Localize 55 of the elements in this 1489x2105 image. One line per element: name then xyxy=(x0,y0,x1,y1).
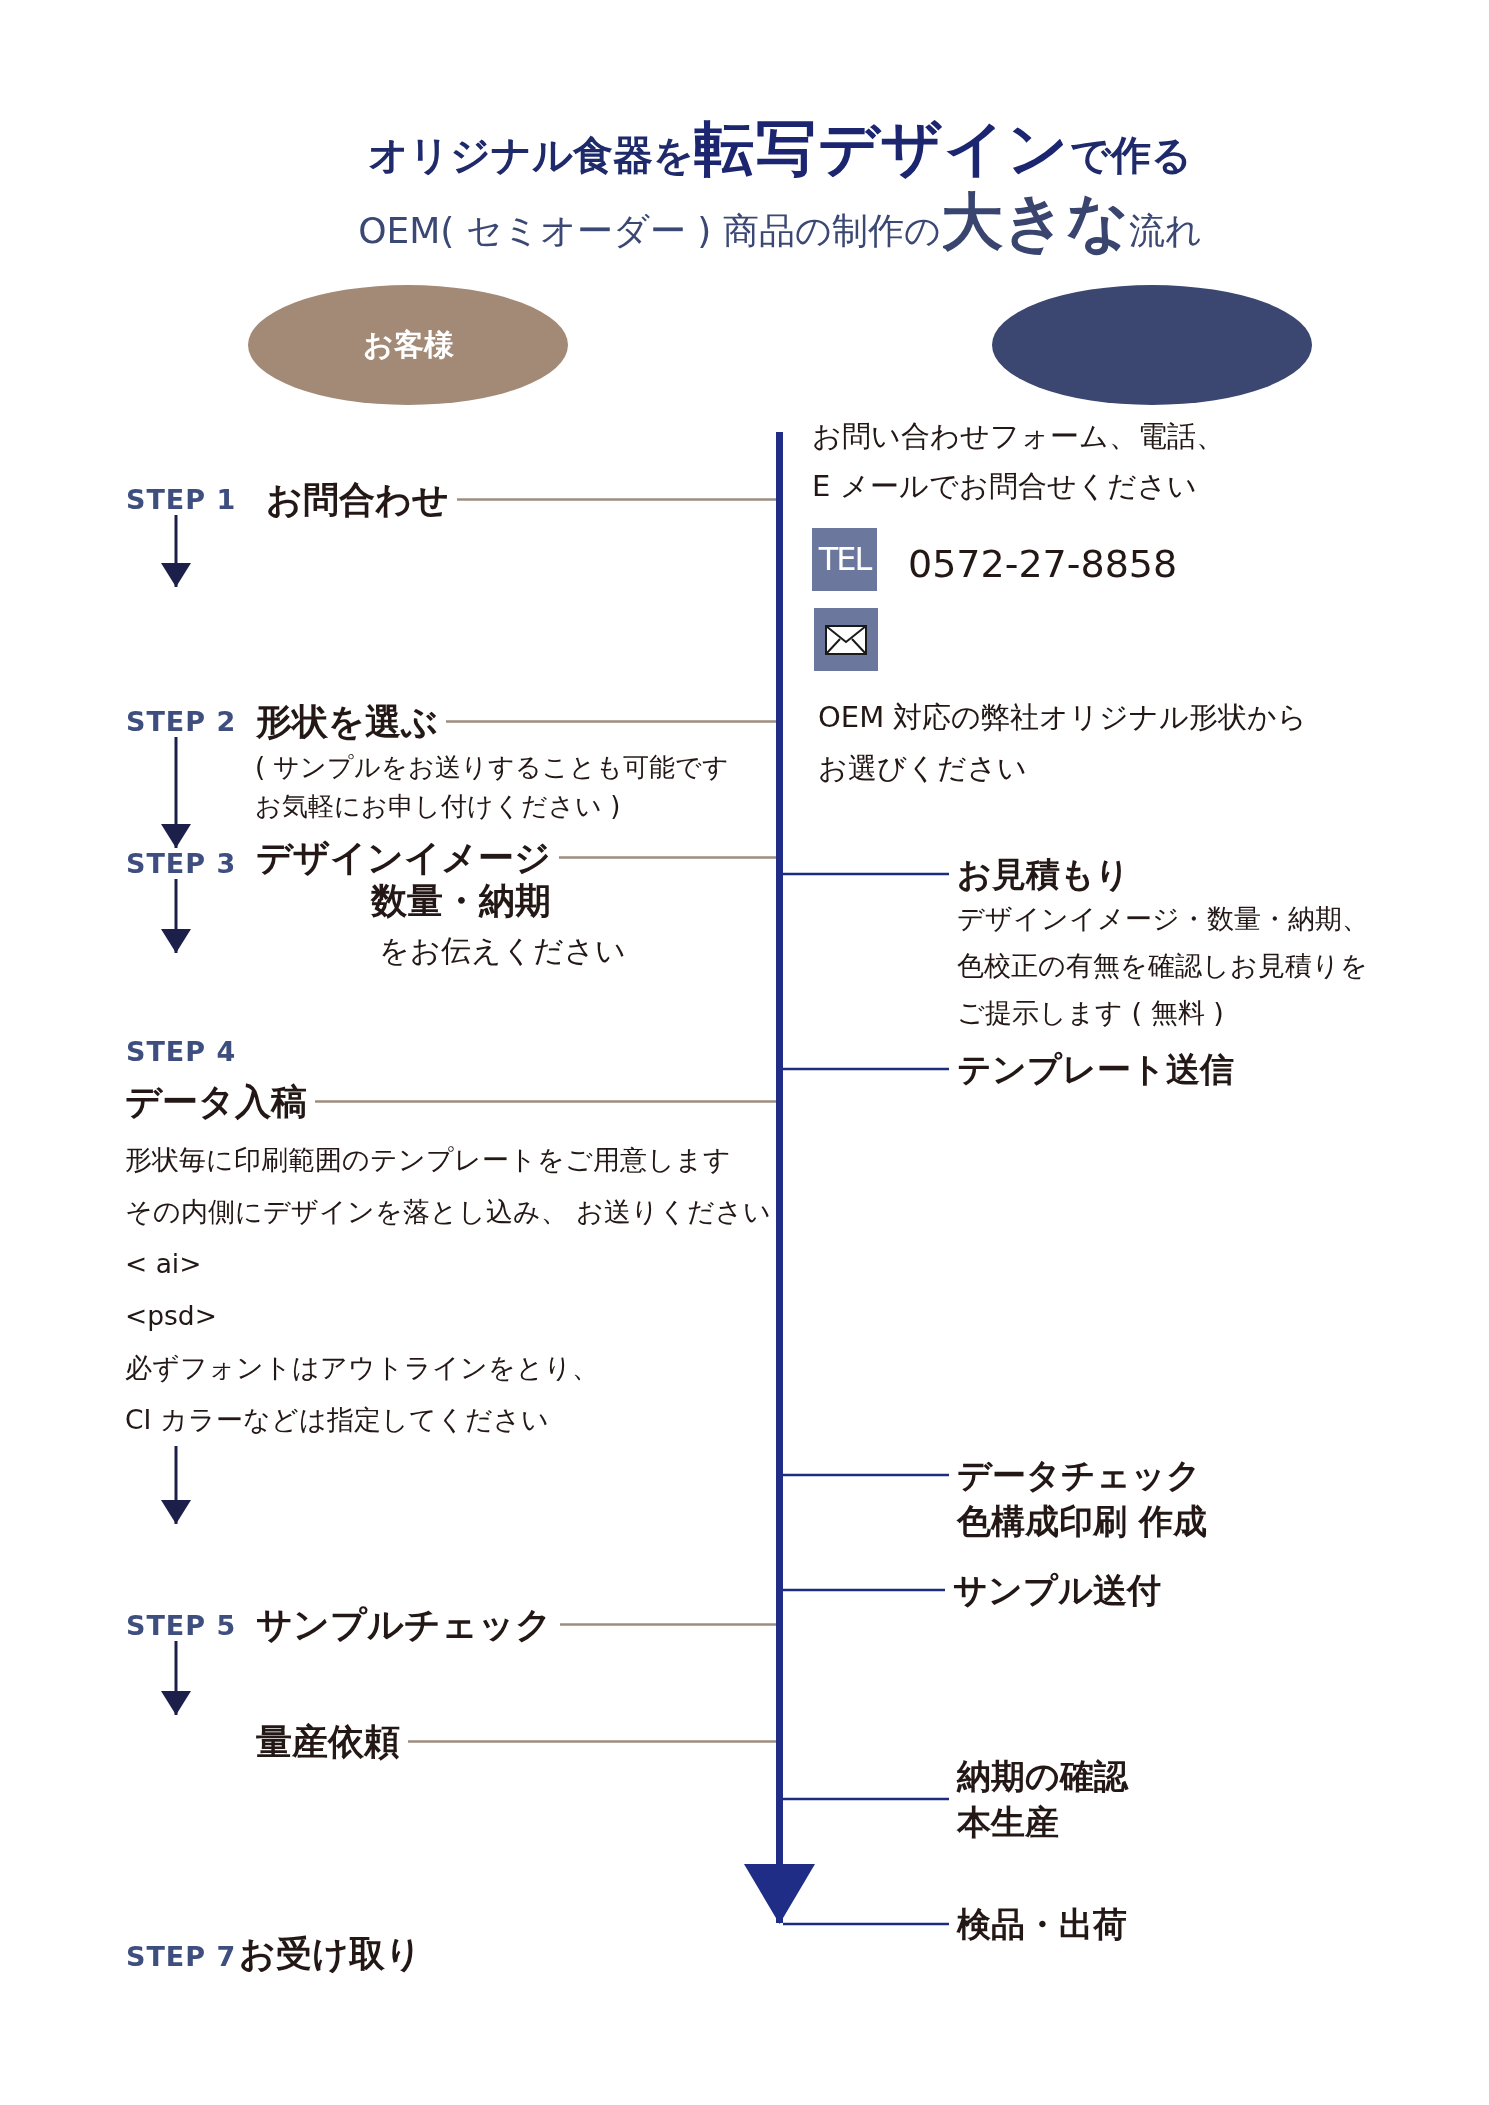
arrow xyxy=(164,737,188,848)
connector-line xyxy=(783,1067,949,1071)
connector-line xyxy=(783,1473,949,1477)
step-label: STEP 5 xyxy=(126,1610,237,1641)
step-label: STEP 1 xyxy=(126,484,237,515)
connector-line xyxy=(560,1623,776,1626)
step-heading: 量産依頼 xyxy=(256,1720,408,1763)
task-heading: 検品・出荷 xyxy=(949,1903,1127,1945)
instruction-text: < ai> xyxy=(125,1247,202,1281)
step-heading: 形状を選ぶ xyxy=(256,700,446,743)
connector-line xyxy=(446,720,776,723)
note-text: ( サンプルをお送りすることも可能ですお気軽にお申し付けください ) xyxy=(255,751,731,823)
step-heading: デザインイメージ xyxy=(256,836,551,879)
connector-line xyxy=(783,1797,949,1801)
note-text: OEM 対応の弊社オリジナル形状からお選びください xyxy=(818,699,1309,787)
step-heading: お問合わせ xyxy=(266,478,457,521)
connector-line xyxy=(783,1588,945,1592)
task-heading: 色構成印刷 作成 xyxy=(957,1500,1207,1543)
instruction-text: <psd> xyxy=(125,1299,217,1333)
task-heading: サンプル送付 xyxy=(945,1569,1161,1611)
arrow xyxy=(164,1446,188,1524)
phone-number: 0572-27-8858 xyxy=(908,541,1178,587)
subtitle: OEM( セミオーダー ) 商品の制作の大きな流れ xyxy=(358,184,1202,260)
step-label: STEP 4 xyxy=(126,1036,237,1067)
instruction-text: 形状毎に印刷範囲のテンプレートをご用意します xyxy=(125,1143,731,1177)
instruction-text: その内側にデザインを落とし込み、 お送りください xyxy=(125,1195,772,1229)
step-heading: お受け取り xyxy=(239,1932,430,1975)
step-heading: データ入稿 xyxy=(125,1080,315,1123)
connector-line xyxy=(408,1740,776,1743)
connector-line xyxy=(457,498,776,501)
tel-tag: TEL xyxy=(812,528,877,591)
arrow xyxy=(164,879,188,953)
task-heading: 納期の確認 xyxy=(957,1755,1128,1798)
step-heading: 数量・納期 xyxy=(371,879,551,922)
task-heading: テンプレート送信 xyxy=(949,1048,1234,1090)
instruction-text: をお伝えください xyxy=(379,933,626,969)
step-heading: サンプルチェック xyxy=(256,1603,560,1646)
step-label: STEP 3 xyxy=(126,848,237,879)
step-label: STEP 2 xyxy=(126,706,237,737)
arrow xyxy=(164,1641,188,1715)
task-heading: お見積もり xyxy=(957,853,1130,895)
connector-line xyxy=(783,872,949,876)
task-description: デザインイメージ・数量・納期、色校正の有無を確認しお見積りをご提示します ( 無料 ) xyxy=(957,902,1369,1030)
task-heading: データチェック xyxy=(957,1454,1201,1497)
task-heading: 本生産 xyxy=(957,1801,1059,1844)
lane-header: お客様 xyxy=(248,285,568,405)
connector-line xyxy=(315,1100,776,1103)
connector-line xyxy=(559,856,776,859)
connector-line xyxy=(783,1922,949,1926)
step-label: STEP 7 xyxy=(126,1941,237,1972)
arrow xyxy=(164,515,188,587)
instruction-text: 必ずフォントはアウトラインをとり、 xyxy=(125,1351,599,1385)
instruction-text: CI カラーなどは指定してください xyxy=(125,1403,549,1437)
contact-text: お問い合わせフォーム、電話、 E メールでお問合せください xyxy=(812,418,1226,505)
title: オリジナル食器を転写デザインで作る xyxy=(368,112,1192,185)
